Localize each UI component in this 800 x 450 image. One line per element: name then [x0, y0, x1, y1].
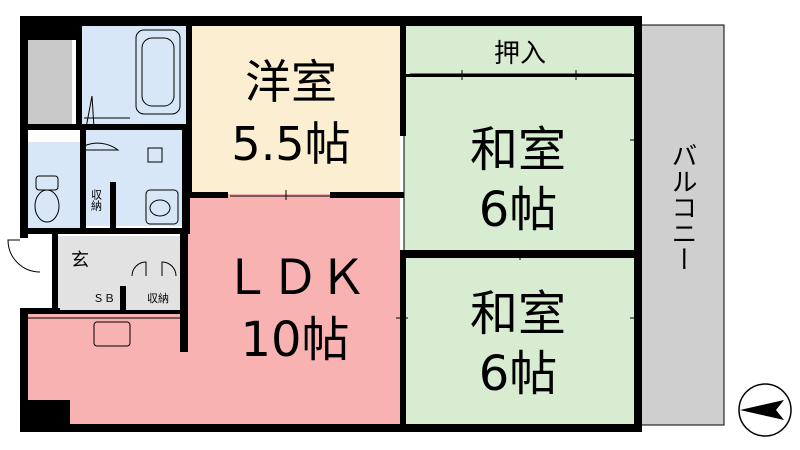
entrance-label: 玄: [71, 250, 89, 271]
ldk-room: [28, 194, 400, 426]
closet-label: 押入: [494, 39, 546, 69]
storage-gray: [28, 28, 72, 128]
ldk-name: ＬＤＫ: [223, 250, 367, 306]
ldk-size: 10帖: [240, 312, 349, 368]
bathroom: [80, 24, 188, 124]
western-room: [190, 24, 400, 194]
compass: [738, 383, 792, 437]
fixtures: [7, 29, 640, 424]
shoe-box-label: ＳＢ: [93, 292, 115, 305]
japanese-room-lower: [404, 256, 636, 426]
walls: [20, 16, 642, 432]
western-room-name: 洋室: [245, 55, 337, 109]
japanese-lower-size: 6帖: [479, 346, 558, 402]
japanese-lower-name: 和室: [470, 286, 566, 342]
balcony-label: バルコニー: [667, 142, 697, 272]
storage-toilet-label: 収納: [90, 189, 103, 212]
storage-hall-label: 収納: [147, 292, 169, 305]
balcony-area: [639, 24, 725, 426]
japanese-upper-name: 和室: [470, 122, 566, 178]
closet-area: [404, 24, 636, 76]
japanese-room-upper: [404, 76, 636, 252]
washroom: [84, 130, 188, 226]
toilet: [28, 142, 86, 232]
western-room-size: 5.5帖: [231, 117, 350, 171]
japanese-upper-size: 6帖: [479, 182, 558, 238]
